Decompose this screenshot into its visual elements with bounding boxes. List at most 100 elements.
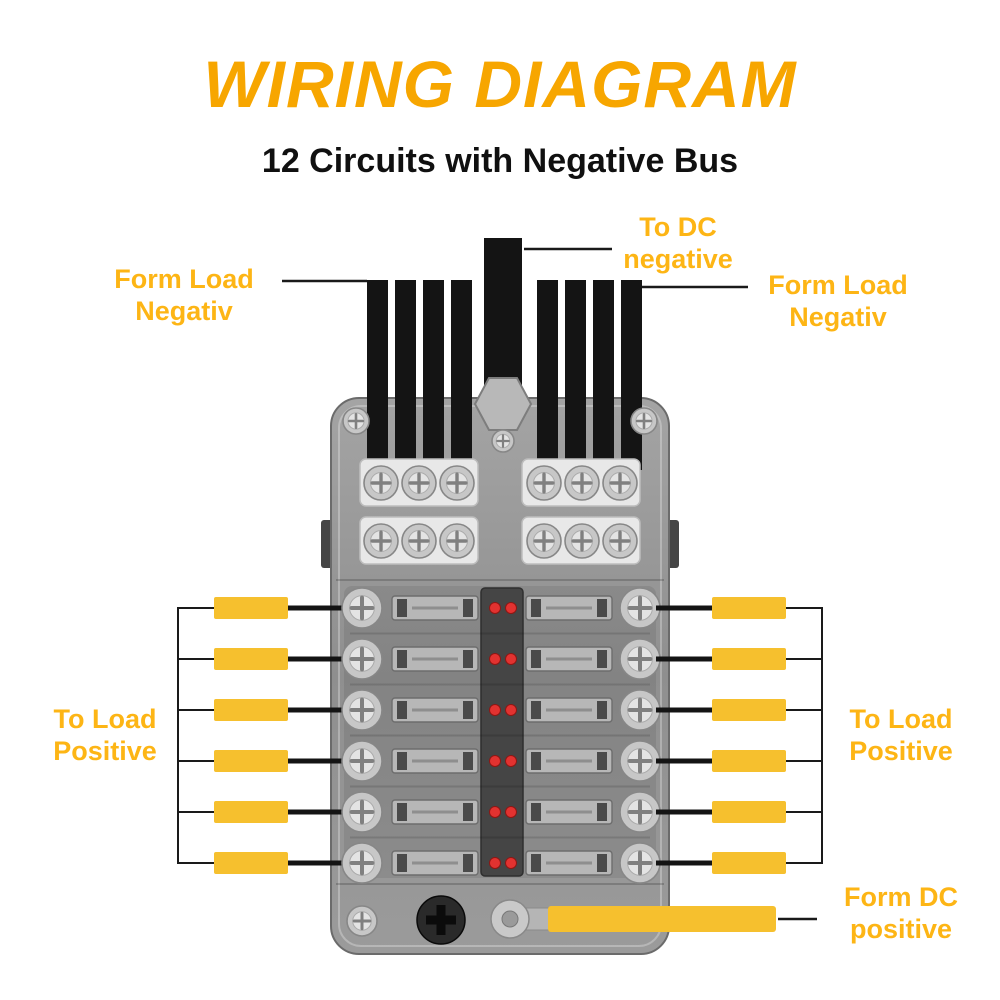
fuse-terminal-screw-left	[341, 689, 383, 731]
positive-wire-left	[214, 648, 288, 670]
positive-wire-left	[214, 801, 288, 823]
label-line: Positive	[849, 735, 953, 766]
label-line: negative	[623, 243, 733, 274]
blade-fuse	[391, 697, 479, 723]
page-title: WIRING DIAGRAM	[203, 47, 797, 121]
negative-bus-terminal-screw	[363, 465, 399, 501]
negative-bus-terminal-screw	[363, 523, 399, 559]
label-line: Negativ	[135, 295, 233, 326]
label-form-dc-positive: Form DC positive	[813, 882, 989, 946]
label-line: positive	[849, 913, 953, 944]
negative-stud-nut	[473, 377, 533, 431]
blade-fuse	[525, 748, 613, 774]
positive-wire-right	[712, 648, 786, 670]
cover-screw-bottom	[346, 905, 378, 937]
label-line: Form Load	[768, 270, 908, 300]
fuse-circuit-row	[178, 689, 822, 737]
blade-fuse	[525, 850, 613, 876]
fuse-terminal-screw-right	[619, 842, 661, 884]
led-indicator	[489, 653, 501, 665]
bottom-terminals-layer	[346, 895, 776, 945]
cover-screw	[342, 407, 370, 435]
negative-bus-terminal-screw	[401, 465, 437, 501]
positive-wire-right	[712, 699, 786, 721]
positive-wire-right	[712, 750, 786, 772]
fuse-terminal-screw-right	[619, 689, 661, 731]
positive-wire-left	[214, 852, 288, 874]
negative-bus-terminal-screw	[439, 523, 475, 559]
negative-bus-terminal-screw	[602, 523, 638, 559]
fuse-circuit-row	[178, 740, 822, 788]
cover-screw	[630, 407, 658, 435]
negative-bus-terminal-screw	[564, 465, 600, 501]
label-line: To Load	[53, 704, 157, 734]
led-indicator	[505, 602, 517, 614]
led-indicator	[489, 857, 501, 869]
negative-bus-terminal-screw	[439, 465, 475, 501]
label-line: Positive	[53, 735, 157, 766]
fuse-rows-layer	[178, 587, 822, 884]
label-line: Form Load	[114, 264, 254, 294]
label-to-dc-negative: To DC negative	[598, 212, 758, 276]
negative-bus-terminal-screw	[526, 523, 562, 559]
negative-load-wire	[593, 280, 614, 470]
negative-bus-terminal-screw	[602, 465, 638, 501]
led-indicator	[489, 806, 501, 818]
positive-terminal-cover	[416, 895, 466, 945]
led-indicator	[489, 704, 501, 716]
fuse-terminal-screw-left	[341, 638, 383, 680]
label-form-load-negativ-right: Form Load Negativ	[740, 270, 936, 334]
positive-wire-right	[712, 801, 786, 823]
negative-bus-terminal-screw	[526, 465, 562, 501]
negative-bus-terminal-screw	[564, 523, 600, 559]
subtitle: 12 Circuits with Negative Bus	[261, 142, 739, 180]
blade-fuse	[391, 799, 479, 825]
blade-fuse	[391, 850, 479, 876]
negative-stud-screw	[491, 429, 515, 453]
blade-fuse	[391, 748, 479, 774]
blade-fuse	[391, 595, 479, 621]
negative-bus-terminal-screw	[401, 523, 437, 559]
fuse-circuit-row	[178, 791, 822, 839]
led-indicator	[489, 755, 501, 767]
fuse-terminal-screw-right	[619, 791, 661, 833]
fuse-circuit-row	[178, 638, 822, 686]
negative-load-wire	[565, 280, 586, 470]
negative-load-wire	[537, 280, 558, 470]
fuse-terminal-screw-left	[341, 791, 383, 833]
led-indicator	[505, 653, 517, 665]
label-line: Form DC	[844, 882, 958, 912]
fuse-circuit-row	[178, 842, 822, 884]
positive-ring-terminal	[490, 899, 776, 939]
fuse-terminal-screw-right	[619, 587, 661, 629]
negative-load-wire	[367, 280, 388, 470]
positive-wire-right	[712, 852, 786, 874]
positive-wire-right	[712, 597, 786, 619]
label-to-load-positive-right: To Load Positive	[832, 704, 970, 768]
led-indicator	[505, 806, 517, 818]
label-line: To DC	[639, 212, 717, 242]
negative-load-wire	[423, 280, 444, 470]
top-screws-layer	[342, 407, 658, 559]
led-indicator	[505, 704, 517, 716]
fuse-terminal-screw-right	[619, 740, 661, 782]
positive-wire-left	[214, 597, 288, 619]
negative-load-wire	[395, 280, 416, 470]
positive-wire-left	[214, 750, 288, 772]
label-form-load-negativ-left: Form Load Negativ	[86, 264, 282, 328]
dc-positive-wire	[548, 906, 776, 932]
led-indicator	[505, 755, 517, 767]
blade-fuse	[525, 697, 613, 723]
positive-wire-left	[214, 699, 288, 721]
label-to-load-positive-left: To Load Positive	[36, 704, 174, 768]
negative-load-wire	[451, 280, 472, 470]
led-indicator	[489, 602, 501, 614]
fuse-terminal-screw-left	[341, 587, 383, 629]
fuse-terminal-screw-left	[341, 740, 383, 782]
blade-fuse	[525, 646, 613, 672]
fuse-terminal-screw-left	[341, 842, 383, 884]
fuse-circuit-row	[178, 587, 822, 635]
fuse-terminal-screw-right	[619, 638, 661, 680]
blade-fuse	[525, 595, 613, 621]
